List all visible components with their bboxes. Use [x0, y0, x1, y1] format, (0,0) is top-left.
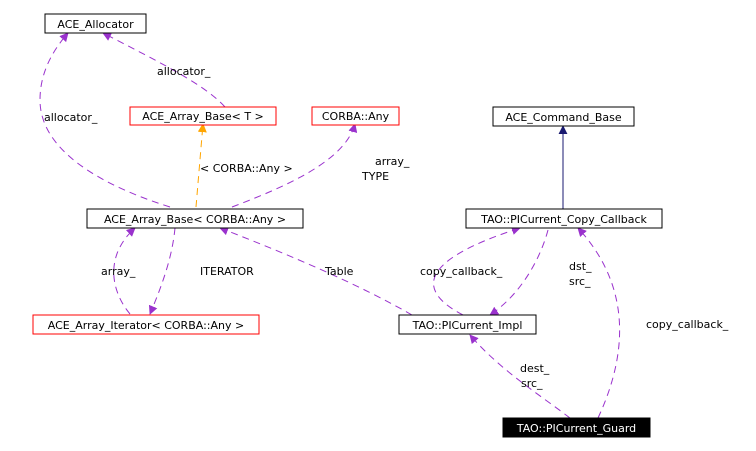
label-allocator-upper: allocator_ [157, 65, 211, 78]
label-array-left: array_ [101, 265, 136, 278]
label-table: Table [324, 265, 354, 278]
label-dest-1: dest_ [520, 362, 550, 375]
node-ace-allocator[interactable]: ACE_Allocator [44, 13, 147, 34]
node-label: CORBA::Any [322, 110, 390, 123]
node-label: TAO::PICurrent_Copy_Callback [480, 213, 647, 226]
node-ace-array-iterator-any[interactable]: ACE_Array_Iterator< CORBA::Any > [32, 314, 260, 335]
node-corba-any[interactable]: CORBA::Any [311, 106, 400, 126]
edge-allocator-upper [102, 32, 226, 108]
label-iterator: ITERATOR [200, 265, 254, 278]
edges [39, 32, 621, 419]
edge-dst-src [489, 229, 549, 316]
label-dst-2: src_ [569, 275, 591, 288]
edge-labels: allocator_ allocator_ < CORBA::Any > arr… [44, 65, 729, 390]
nodes: ACE_Allocator ACE_Array_Base< T > CORBA:… [32, 13, 663, 438]
node-picurrent-guard[interactable]: TAO::PICurrent_Guard [502, 417, 651, 438]
label-array-type-1: array_ [375, 155, 410, 168]
node-picurrent-copy-callback[interactable]: TAO::PICurrent_Copy_Callback [465, 208, 663, 229]
edge-template [195, 123, 207, 208]
edge-iterator [148, 227, 176, 315]
node-label: TAO::PICurrent_Guard [516, 422, 636, 435]
edge-copy-callback-right [577, 227, 621, 419]
label-allocator-left: allocator_ [44, 111, 98, 124]
node-label: ACE_Array_Iterator< CORBA::Any > [48, 319, 244, 332]
node-label: ACE_Command_Base [505, 111, 622, 124]
edge-array-left [113, 227, 136, 315]
label-copy-callback-left: copy_callback_ [420, 265, 503, 278]
edge-table [219, 226, 413, 316]
edge-array-type [231, 123, 358, 208]
node-ace-array-base-t[interactable]: ACE_Array_Base< T > [129, 106, 277, 126]
label-copy-callback-right: copy_callback_ [646, 318, 729, 331]
node-label: ACE_Array_Base< T > [142, 110, 264, 123]
node-label: ACE_Array_Base< CORBA::Any > [104, 213, 286, 226]
node-label: TAO::PICurrent_Impl [412, 319, 523, 332]
node-picurrent-impl[interactable]: TAO::PICurrent_Impl [398, 314, 537, 335]
edge-allocator-left [39, 32, 171, 208]
label-array-type-2: TYPE [361, 170, 389, 183]
edge-copy-callback-left [433, 226, 521, 316]
label-dst-1: dst_ [569, 260, 592, 273]
node-ace-array-base-any[interactable]: ACE_Array_Base< CORBA::Any > [86, 208, 304, 229]
label-dest-2: src_ [521, 377, 543, 390]
edge-dest-src [469, 334, 571, 419]
label-template: < CORBA::Any > [200, 162, 293, 175]
node-label: ACE_Allocator [57, 18, 134, 31]
node-ace-command-base[interactable]: ACE_Command_Base [492, 106, 635, 127]
